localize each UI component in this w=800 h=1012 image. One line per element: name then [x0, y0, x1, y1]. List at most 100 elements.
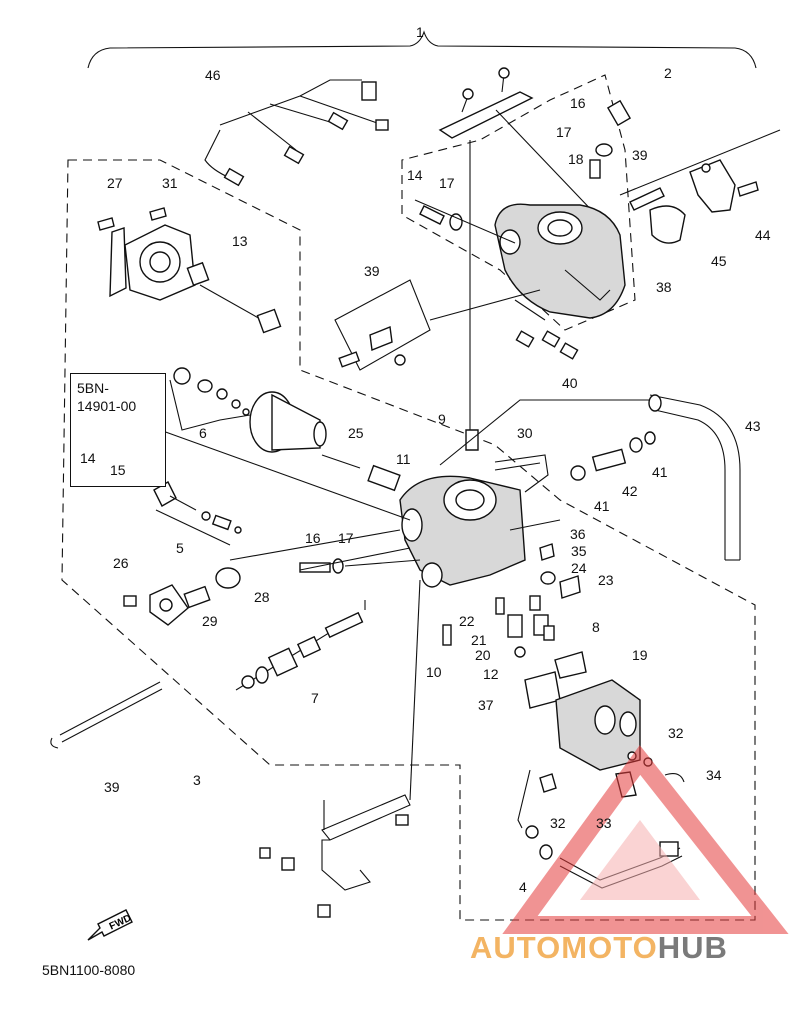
jets-cluster	[442, 595, 555, 658]
springs-40	[515, 330, 579, 360]
callout-40[interactable]: 40	[562, 375, 578, 391]
clip-bracket	[517, 769, 531, 829]
callout-46[interactable]: 46	[205, 67, 221, 83]
callout-6[interactable]: 6	[199, 425, 207, 441]
callout-43[interactable]: 43	[745, 418, 761, 434]
callout-39[interactable]: 39	[364, 263, 380, 279]
hose-43	[648, 394, 741, 561]
callout-10[interactable]: 10	[426, 664, 442, 680]
fwd-label: FWD	[108, 913, 133, 933]
forward-arrow-icon: FWD	[84, 900, 144, 955]
screw-35	[539, 543, 555, 561]
drain-hose-4	[525, 825, 683, 889]
shaft-assembly-7	[235, 611, 364, 691]
callout-44[interactable]: 44	[755, 227, 771, 243]
callout-1[interactable]: 1	[416, 24, 424, 40]
callout-20[interactable]: 20	[475, 647, 491, 663]
wire-harness-46	[204, 79, 389, 187]
callout-7[interactable]: 7	[311, 690, 319, 706]
callout-45[interactable]: 45	[711, 253, 727, 269]
callout-30[interactable]: 30	[517, 425, 533, 441]
float-bowl-19	[555, 679, 641, 771]
callout-32[interactable]: 32	[550, 815, 566, 831]
callout-24[interactable]: 24	[571, 560, 587, 576]
callout-5[interactable]: 5	[176, 540, 184, 556]
callout-32[interactable]: 32	[668, 725, 684, 741]
bracket-39-mid	[334, 279, 431, 371]
float-37	[524, 651, 587, 709]
callout-39[interactable]: 39	[632, 147, 648, 163]
watermark-part2: MOTO	[561, 930, 658, 965]
callout-31[interactable]: 31	[162, 175, 178, 191]
callout-3[interactable]: 3	[193, 772, 201, 788]
callout-22[interactable]: 22	[459, 613, 475, 629]
callout-13[interactable]: 13	[232, 233, 248, 249]
callout-8[interactable]: 8	[592, 619, 600, 635]
callout-42[interactable]: 42	[622, 483, 638, 499]
part-16-top	[606, 99, 632, 127]
diaphragm-piston-25	[249, 391, 361, 469]
shaft-39-long	[50, 681, 163, 749]
callout-15[interactable]: 15	[110, 462, 126, 478]
callout-38[interactable]: 38	[656, 279, 672, 295]
callout-27[interactable]: 27	[107, 175, 123, 191]
callout-14[interactable]: 14	[407, 167, 423, 183]
part-number-reference-box: 5BN- 14901-00	[70, 373, 166, 487]
part-17-top	[595, 143, 613, 157]
callout-35[interactable]: 35	[571, 543, 587, 559]
callout-9[interactable]: 9	[438, 411, 446, 427]
callout-16[interactable]: 16	[305, 530, 321, 546]
callout-12[interactable]: 12	[483, 666, 499, 682]
callout-34[interactable]: 34	[706, 767, 722, 783]
callout-41[interactable]: 41	[652, 464, 668, 480]
callout-18[interactable]: 18	[568, 151, 584, 167]
screw-23	[559, 575, 581, 599]
callout-17[interactable]: 17	[338, 530, 354, 546]
group-1-brace	[87, 30, 757, 69]
callout-39[interactable]: 39	[104, 779, 120, 795]
carburetor-body	[399, 475, 526, 588]
callout-28[interactable]: 28	[254, 589, 270, 605]
ref-box-line1: 5BN-	[77, 380, 109, 396]
callout-25[interactable]: 25	[348, 425, 364, 441]
fittings-41-42	[570, 431, 656, 481]
ref-box-line2: 14901-00	[77, 398, 137, 414]
spring-13	[186, 261, 282, 334]
callout-36[interactable]: 36	[570, 526, 586, 542]
drawing-code: 5BN1100-8080	[42, 962, 136, 978]
part-18-top	[589, 159, 601, 179]
callout-17[interactable]: 17	[556, 124, 572, 140]
washer-24	[540, 571, 556, 585]
lower-bracket	[259, 579, 421, 918]
bracket-45	[689, 159, 736, 213]
callout-17[interactable]: 17	[439, 175, 455, 191]
callout-14[interactable]: 14	[80, 450, 96, 466]
diaphragm-cover	[109, 224, 196, 301]
gasket-38	[649, 205, 686, 244]
callout-23[interactable]: 23	[598, 572, 614, 588]
screw-32b	[539, 773, 557, 793]
callout-33[interactable]: 33	[596, 815, 612, 831]
callout-11[interactable]: 11	[396, 451, 411, 467]
watermark-part3: HUB	[657, 930, 728, 965]
watermark-brand: AUTOMOTOHUB	[470, 930, 728, 966]
callout-21[interactable]: 21	[471, 632, 487, 648]
hose-30	[494, 454, 549, 493]
callout-16[interactable]: 16	[570, 95, 586, 111]
parts-6	[169, 367, 251, 431]
callout-2[interactable]: 2	[664, 65, 672, 81]
callout-19[interactable]: 19	[632, 647, 648, 663]
cover-26-29	[123, 567, 241, 626]
group-3-boundary	[61, 159, 756, 921]
callout-41[interactable]: 41	[594, 498, 610, 514]
callout-26[interactable]: 26	[113, 555, 129, 571]
washer-17-top	[449, 213, 463, 231]
screw-27	[97, 217, 115, 231]
needle-11	[367, 464, 401, 492]
callout-4[interactable]: 4	[519, 879, 527, 895]
part-39-top	[629, 187, 665, 211]
callout-29[interactable]: 29	[202, 613, 218, 629]
callout-37[interactable]: 37	[478, 697, 494, 713]
